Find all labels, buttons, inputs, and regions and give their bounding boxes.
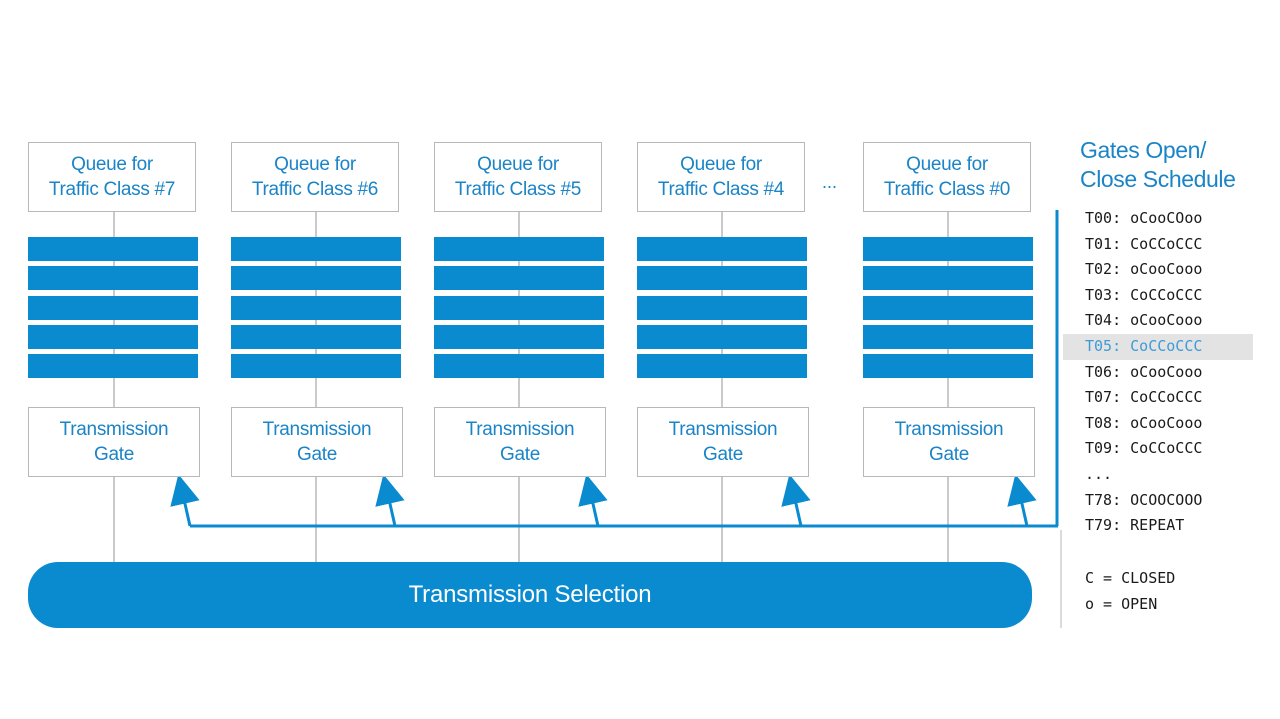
buffer-stack-4	[637, 237, 807, 378]
control-arrow	[1007, 474, 1037, 527]
buffer-slot	[231, 266, 401, 290]
buffer-slot	[28, 296, 198, 320]
schedule-entry: T01: CoCCoCCC	[1085, 234, 1203, 253]
queue-box-tc7: Queue for Traffic Class #7	[28, 142, 196, 212]
queue-box-tc5: Queue for Traffic Class #5	[434, 142, 602, 212]
buffer-slot	[28, 266, 198, 290]
schedule-legend: C = CLOSED o = OPEN	[1085, 565, 1175, 617]
queue-label-line2: Traffic Class #6	[251, 179, 379, 200]
schedule-entry: T06: oCooCooo	[1085, 362, 1203, 381]
queue-label-line1: Queue for	[906, 154, 988, 175]
queue-label-line1: Queue for	[680, 154, 762, 175]
queue-label-line1: Queue for	[71, 154, 153, 175]
queue-buffers	[28, 237, 1033, 378]
queue-label-line1: Queue for	[477, 154, 559, 175]
schedule-list: T00: oCooCOoo T01: CoCCoCCC T02: oCooCoo…	[1063, 206, 1253, 539]
buffer-slot	[863, 266, 1033, 290]
schedule-entry: T04: oCooCooo	[1085, 311, 1203, 330]
control-arrow	[170, 474, 200, 527]
control-arrow	[375, 474, 405, 527]
buffer-slot	[28, 237, 198, 261]
schedule-entry: T79: REPEAT	[1085, 516, 1185, 535]
schedule-entry: T07: CoCCoCCC	[1085, 388, 1203, 407]
queue-ellipsis: ...	[822, 172, 838, 192]
buffer-slot	[637, 325, 807, 349]
schedule-title-line2: Close Schedule	[1080, 166, 1236, 192]
buffer-stack-5	[434, 237, 604, 378]
transmission-gate-tc6: Transmission Gate	[231, 407, 403, 477]
buffer-slot	[231, 325, 401, 349]
queue-label-line2: Traffic Class #0	[883, 179, 1011, 200]
gate-label-line2: Gate	[929, 444, 969, 465]
buffer-slot	[434, 266, 604, 290]
control-arrow	[578, 474, 608, 527]
gate-label-line1: Transmission	[668, 419, 778, 440]
legend-open: o = OPEN	[1085, 595, 1158, 613]
schedule-entry: T02: oCooCooo	[1085, 260, 1203, 279]
schedule-entry: ...	[1085, 464, 1113, 483]
transmission-selection-label: Transmission Selection	[408, 581, 652, 608]
schedule-entry: T08: oCooCooo	[1085, 413, 1203, 432]
queue-label-line2: Traffic Class #7	[48, 179, 176, 200]
connector-lines	[113, 212, 949, 562]
gate-label-line1: Transmission	[465, 419, 575, 440]
gate-label-line2: Gate	[297, 444, 337, 465]
buffer-slot	[231, 237, 401, 261]
transmission-gate-tc7: Transmission Gate	[28, 407, 200, 477]
gate-label-line1: Transmission	[894, 419, 1004, 440]
transmission-gate-tc0: Transmission Gate	[863, 407, 1035, 477]
schedule-entry: T09: CoCCoCCC	[1085, 439, 1203, 458]
transmission-selection-bar: Transmission Selection	[28, 562, 1032, 628]
gate-label-line2: Gate	[94, 444, 134, 465]
queue-box-tc4: Queue for Traffic Class #4	[637, 142, 805, 212]
gate-label-line2: Gate	[703, 444, 743, 465]
legend-closed: C = CLOSED	[1085, 569, 1176, 587]
buffer-stack-7	[28, 237, 198, 378]
schedule-entry: T78: OCOOCOOO	[1085, 490, 1203, 509]
queue-label-line2: Traffic Class #5	[454, 179, 582, 200]
queue-box-tc6: Queue for Traffic Class #6	[231, 142, 399, 212]
buffer-stack-0	[863, 237, 1033, 378]
schedule-title-line1: Gates Open/	[1080, 137, 1207, 163]
buffer-slot	[434, 296, 604, 320]
buffer-slot	[863, 325, 1033, 349]
transmission-gate-tc4: Transmission Gate	[637, 407, 809, 477]
schedule-control-bus	[170, 210, 1059, 528]
buffer-slot	[863, 296, 1033, 320]
buffer-slot	[637, 296, 807, 320]
buffer-slot	[863, 354, 1033, 378]
buffer-slot	[434, 354, 604, 378]
buffer-slot	[231, 354, 401, 378]
queue-label-line1: Queue for	[274, 154, 356, 175]
control-arrow	[781, 474, 811, 527]
buffer-slot	[231, 296, 401, 320]
buffer-slot	[434, 325, 604, 349]
buffer-slot	[434, 237, 604, 261]
gate-label-line1: Transmission	[59, 419, 169, 440]
gate-label-line2: Gate	[500, 444, 540, 465]
buffer-slot	[637, 266, 807, 290]
buffer-slot	[637, 237, 807, 261]
transmission-gate-tc5: Transmission Gate	[434, 407, 606, 477]
gate-label-line1: Transmission	[262, 419, 372, 440]
buffer-stack-6	[231, 237, 401, 378]
buffer-slot	[637, 354, 807, 378]
schedule-entry-highlighted: T05: CoCCoCCC	[1063, 333, 1253, 360]
schedule-entry: T00: oCooCOoo	[1085, 209, 1203, 227]
schedule-entry: T03: CoCCoCCC	[1085, 285, 1203, 304]
buffer-slot	[28, 354, 198, 378]
buffer-slot	[28, 325, 198, 349]
schedule-title: Gates Open/ Close Schedule	[1080, 136, 1236, 194]
queue-box-tc0: Queue for Traffic Class #0	[863, 142, 1031, 212]
buffer-slot	[863, 237, 1033, 261]
queue-label-line2: Traffic Class #4	[657, 179, 785, 200]
